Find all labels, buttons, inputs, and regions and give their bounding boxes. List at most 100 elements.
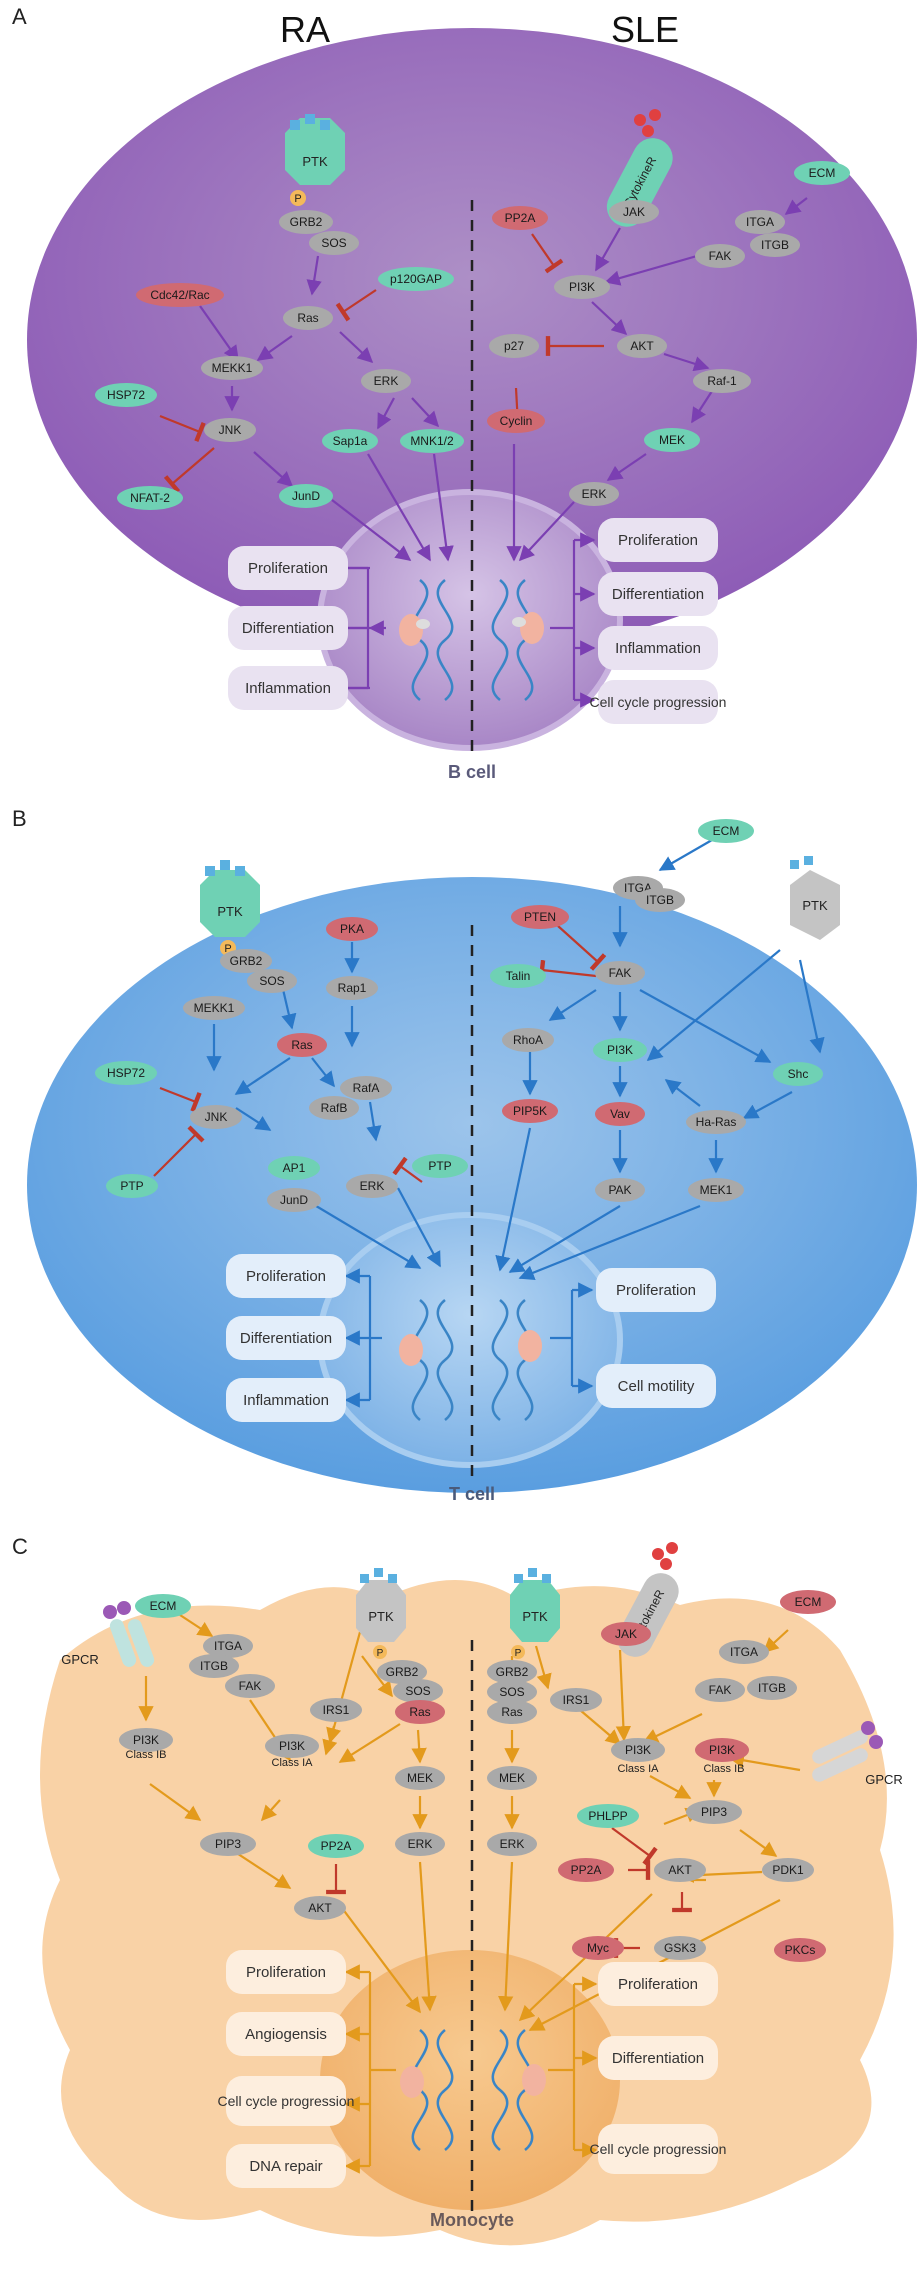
p-label: P — [515, 1648, 522, 1659]
node-nfat2 — [117, 486, 183, 510]
node-gsk3 — [654, 1936, 706, 1960]
node-haras — [686, 1110, 746, 1134]
output-differentiation: Differentiation — [612, 2050, 704, 2067]
node-akt-r — [654, 1858, 706, 1882]
node-pp2a-r — [558, 1858, 614, 1882]
node-cdc42-label: Cdc42/Rac — [150, 288, 209, 302]
node-itgb — [750, 233, 800, 257]
node-jak-label: JAK — [615, 1627, 637, 1641]
node-sap1a-label: Sap1a — [333, 434, 368, 448]
node-itgb-label: ITGB — [646, 893, 674, 907]
output-differentiation: Differentiation — [612, 586, 704, 603]
node-pi3k-ib-l-label: PI3K — [133, 1733, 159, 1747]
node-talin-label: Talin — [506, 969, 531, 983]
sle-title: SLE — [611, 9, 679, 50]
node-fak-l — [225, 1674, 275, 1698]
node-grb2-label: GRB2 — [290, 215, 323, 229]
node-mek1-label: MEK1 — [700, 1183, 733, 1197]
node-fak — [595, 961, 645, 985]
node-jund-label: JunD — [292, 489, 320, 503]
node-p120gap — [378, 267, 454, 291]
node-ptp-l-label: PTP — [120, 1179, 143, 1193]
node-mekk1-label: MEKK1 — [194, 1001, 235, 1015]
node-mnk-label: MNK1/2 — [410, 434, 454, 448]
node-akt-r-label: AKT — [668, 1863, 692, 1877]
node-sos-r-label: SOS — [499, 1685, 524, 1699]
monocyte-nucleus — [320, 1950, 620, 2210]
node-mek-r-label: MEK — [499, 1771, 525, 1785]
node-ecm-l — [135, 1594, 191, 1618]
node-akt-l-label: AKT — [308, 1901, 332, 1915]
t-cell-left-outputs: Proliferation Differentiation Inflammati… — [226, 1254, 346, 1422]
node-pak-label: PAK — [608, 1183, 631, 1197]
node-pi3k-ib-r — [695, 1738, 749, 1762]
node-talin — [490, 964, 546, 988]
node-sos — [309, 231, 359, 255]
node-erk-l-label: ERK — [374, 374, 399, 388]
node-ras-label: Ras — [291, 1038, 312, 1052]
node-pip3-r-label: PIP3 — [701, 1805, 727, 1819]
node-sos-l-label: SOS — [405, 1684, 430, 1698]
node-jnk — [204, 418, 256, 442]
node-itgb-r-label: ITGB — [758, 1681, 786, 1695]
node-hsp72-label: HSP72 — [107, 1066, 145, 1080]
t-cell-right-outputs: Proliferation Cell motility — [596, 1268, 716, 1408]
node-jak — [609, 200, 659, 224]
panel-c-letter: C — [12, 1534, 28, 1559]
output-box — [228, 546, 348, 590]
monocyte-left-outputs: Proliferation Angiogensis Cell cycle pro… — [218, 1950, 354, 2188]
node-vav — [595, 1102, 645, 1126]
node-jund — [267, 1188, 321, 1212]
node-erk — [346, 1174, 398, 1198]
node-ras-l — [395, 1700, 445, 1724]
t-cell-label: T cell — [449, 1484, 495, 1504]
output-proliferation: Proliferation — [248, 560, 328, 577]
node-ecm-r-label: ECM — [795, 1595, 822, 1609]
output-differentiation: Differentiation — [240, 1330, 332, 1347]
node-ras-l-label: Ras — [409, 1705, 430, 1719]
node-jund — [279, 484, 333, 508]
dna-left — [399, 579, 454, 701]
class-ib-label: Class IB — [126, 1749, 167, 1761]
node-raf1 — [693, 369, 751, 393]
ra-title: RA — [280, 9, 330, 50]
node-ptp-l — [106, 1174, 158, 1198]
node-hsp72 — [95, 1061, 157, 1085]
node-sos-l — [393, 1679, 443, 1703]
node-erk-l — [395, 1832, 445, 1856]
node-shc — [773, 1062, 823, 1086]
node-akt — [617, 334, 667, 358]
node-pip5k — [502, 1099, 558, 1123]
node-phlpp-label: PHLPP — [588, 1809, 627, 1823]
node-ap1-label: AP1 — [283, 1161, 306, 1175]
gpcr-right: GPCR — [812, 1721, 903, 1787]
node-erk-r — [569, 482, 619, 506]
ptk-label: PTK — [802, 898, 828, 913]
node-akt-label: AKT — [630, 339, 654, 353]
node-itgb-label: ITGB — [761, 238, 789, 252]
node-pten-label: PTEN — [524, 910, 556, 924]
node-pp2a-r-label: PP2A — [571, 1863, 602, 1877]
output-cell-cycle: Cell cycle progression — [590, 2141, 727, 2157]
output-inflammation: Inflammation — [245, 680, 331, 697]
node-mek-r — [487, 1766, 537, 1790]
output-dna-repair: DNA repair — [249, 2158, 322, 2175]
node-erk-l — [361, 369, 411, 393]
node-grb2-l-label: GRB2 — [386, 1665, 419, 1679]
class-ia-label: Class IA — [272, 1757, 314, 1769]
node-ras-r-label: Ras — [501, 1705, 522, 1719]
node-mek — [644, 428, 700, 452]
node-mekk1 — [183, 996, 245, 1020]
node-akt-l — [294, 1896, 346, 1920]
node-shc-label: Shc — [788, 1067, 809, 1081]
node-pkcs-label: PKCs — [785, 1943, 816, 1957]
node-jund-label: JunD — [280, 1193, 308, 1207]
node-ecm-label: ECM — [713, 824, 740, 838]
node-erk-r-label: ERK — [500, 1837, 525, 1851]
node-jnk — [190, 1105, 242, 1129]
node-itgb — [635, 888, 685, 912]
node-pi3k — [593, 1038, 647, 1062]
dna-right — [491, 579, 544, 701]
node-grb2 — [279, 210, 333, 234]
gpcr-label: GPCR — [865, 1772, 903, 1787]
